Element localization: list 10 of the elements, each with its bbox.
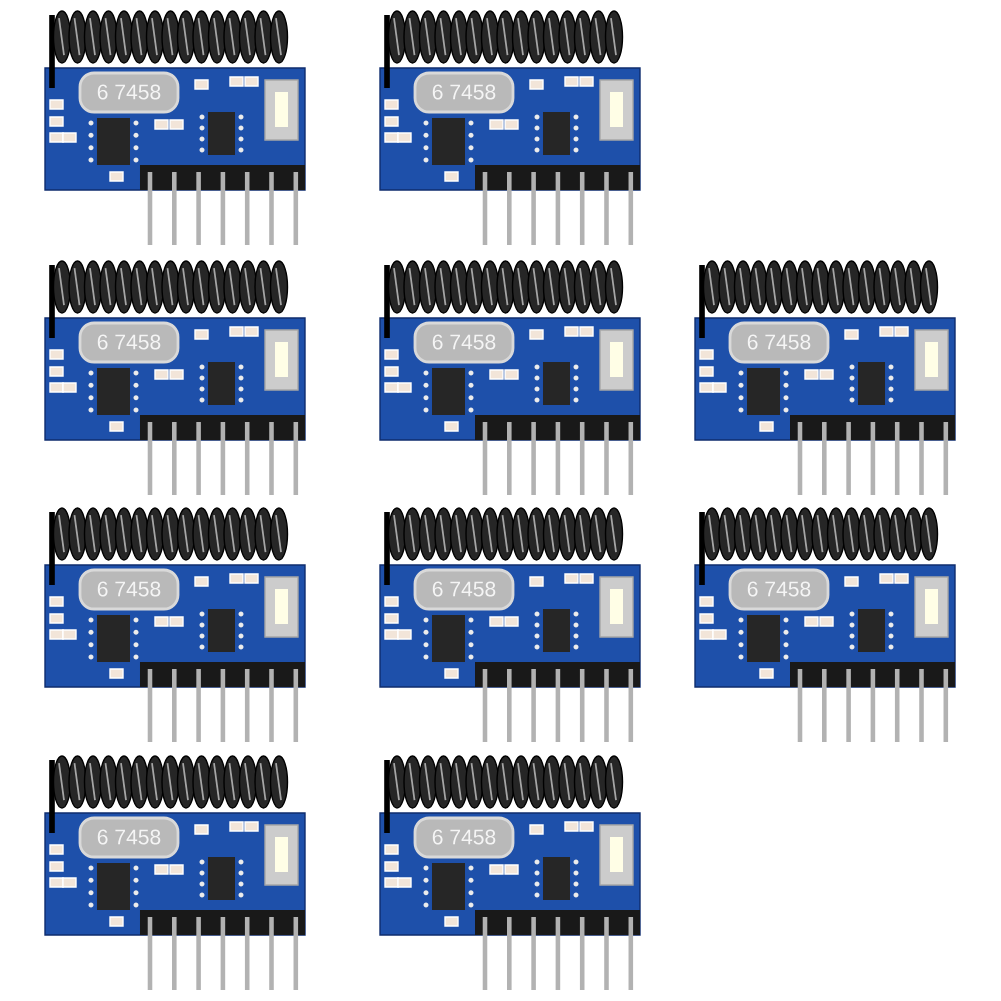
component-marking: 6 7458 bbox=[97, 84, 161, 100]
component-marking: 6 7458 bbox=[747, 581, 811, 597]
component-marking: 6 7458 bbox=[432, 581, 496, 597]
component-marking: 6 7458 bbox=[432, 334, 496, 350]
component-marking: 6 7458 bbox=[97, 334, 161, 350]
component-marking: 6 7458 bbox=[432, 829, 496, 845]
component-marking: 6 7458 bbox=[432, 84, 496, 100]
component-marking: 6 7458 bbox=[97, 581, 161, 597]
component-marking: 6 7458 bbox=[747, 334, 811, 350]
component-marking: 6 7458 bbox=[97, 829, 161, 845]
